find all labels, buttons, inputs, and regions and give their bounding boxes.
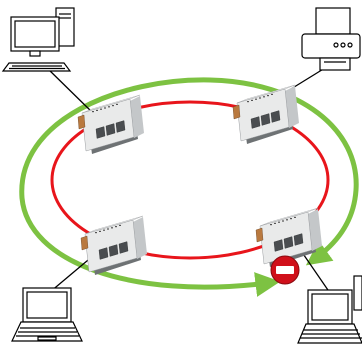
blocked-link-icon xyxy=(270,255,300,285)
switch-top-right xyxy=(232,84,300,145)
laptop-bottom-right-icon xyxy=(297,275,362,344)
printer-icon xyxy=(301,7,361,71)
desktop-computer-icon xyxy=(1,7,75,72)
backup-path xyxy=(19,77,359,297)
laptop-icon xyxy=(11,287,83,342)
primary-ring xyxy=(50,100,330,260)
switch-bottom-left xyxy=(80,215,148,276)
link-desktop xyxy=(44,65,96,116)
